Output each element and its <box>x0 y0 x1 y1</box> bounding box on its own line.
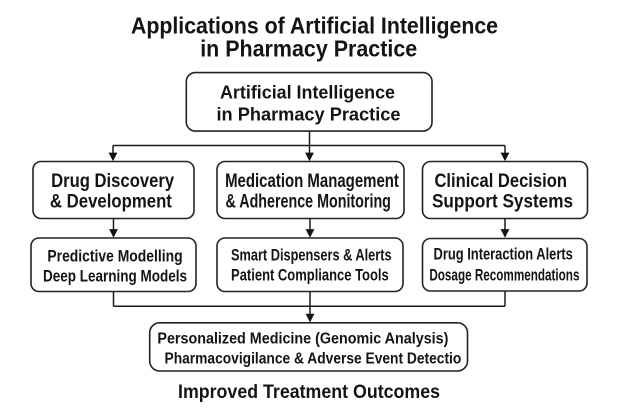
svg-text:Patient Compliance Tools: Patient Compliance Tools <box>231 267 389 285</box>
svg-text:Clinical Decision: Clinical Decision <box>434 170 567 192</box>
svg-text:Medication Management: Medication Management <box>225 170 399 192</box>
svg-text:Drug Interaction Alerts: Drug Interaction Alerts <box>434 246 573 264</box>
svg-text:Predictive Modelling: Predictive Modelling <box>47 247 182 265</box>
svg-text:& Adherence Monitoring: & Adherence Monitoring <box>226 191 391 213</box>
svg-text:& Development: & Development <box>50 191 172 213</box>
svg-text:Dosage Recommendations: Dosage Recommendations <box>429 266 579 284</box>
svg-text:Improved Treatment Outcomes: Improved Treatment Outcomes <box>178 381 440 403</box>
svg-text:Support Systems: Support Systems <box>432 190 573 212</box>
svg-text:Deep Learning Models: Deep Learning Models <box>43 268 187 286</box>
svg-text:in Pharmacy Practice: in Pharmacy Practice <box>217 104 401 125</box>
svg-text:Applications of Artificial Int: Applications of Artificial Intelligence <box>131 13 498 39</box>
svg-text:in Pharmacy Practice: in Pharmacy Practice <box>200 36 417 62</box>
svg-text:Artificial Intelligence: Artificial Intelligence <box>220 82 395 103</box>
svg-text:Personalized Medicine (Genomic: Personalized Medicine (Genomic Analysis) <box>157 331 448 348</box>
svg-text:Smart Dispensers & Alerts: Smart Dispensers & Alerts <box>231 246 392 264</box>
svg-text:Pharmacovigilance & Adverse Ev: Pharmacovigilance & Adverse Event Detect… <box>165 350 462 367</box>
svg-text:Drug Discovery: Drug Discovery <box>51 170 174 192</box>
